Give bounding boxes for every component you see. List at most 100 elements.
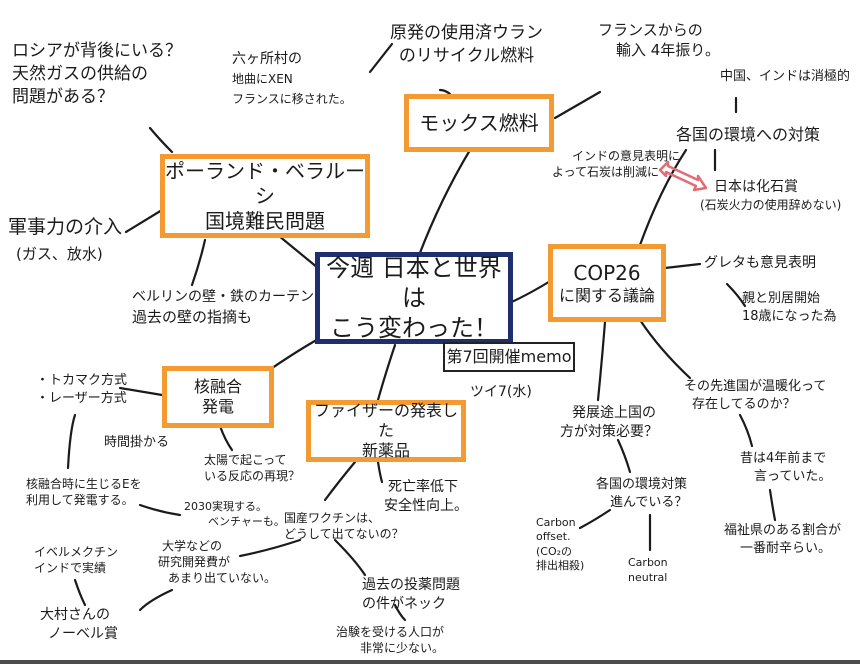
center-topic-box: 今週 日本と世界は こう変わった！ (315, 252, 513, 344)
note-line: ・レーザー方式 (36, 390, 127, 406)
note-line: ベルリンの壁・鉄のカーテン (132, 289, 314, 305)
note-line: 中国、インドは消極的 (720, 69, 851, 84)
connector (73, 578, 87, 607)
note-line: 18歳になった為 (742, 308, 837, 324)
note-tokamak: ・トカマク方式・レーザー方式 (36, 372, 127, 407)
note-line: インドで実績 (34, 561, 107, 576)
note-trial-people: 治験を受ける人口が非常に少ない。 (336, 624, 444, 656)
note-developed: その先進国が温暖化って存在してるのか？ (684, 378, 826, 413)
connector (376, 460, 384, 484)
topic-box-pfizer: ファイザーの発表した 新薬品 (306, 400, 466, 462)
connector (638, 318, 692, 380)
note-line: ツイ7(水) (470, 384, 532, 400)
connector (768, 488, 777, 522)
note-line: 輸入 4年振り。 (616, 41, 721, 60)
note-line: neutral (628, 570, 668, 584)
connector (118, 386, 164, 397)
pfizer-line-2: 新薬品 (361, 441, 410, 460)
bottom-border (0, 660, 860, 664)
connector (323, 460, 357, 502)
note-line: 六ヶ所村の (232, 51, 302, 67)
note-line: Carbon (628, 556, 668, 569)
note-line: 天然ガスの供給の (12, 63, 148, 84)
note-line: 利用して発電する。 (26, 493, 134, 508)
note-line: Carbon (536, 516, 576, 529)
note-line: 大学などの (162, 539, 223, 553)
connector (438, 88, 452, 96)
connector (725, 282, 747, 308)
note-line: イベルメクチン (34, 545, 119, 559)
note-ivermectin: イベルメクチンインドで実績 (34, 544, 118, 576)
topic-box-cop26: COP26 に関する議論 (548, 244, 666, 322)
note-line: フランスからの (598, 21, 703, 39)
note-india-opinion: インドの意見表明によって石炭は削減に (552, 148, 680, 180)
note-vaccine: 国産ワクチンは、どうして出てないの？ (284, 510, 404, 542)
connector (238, 538, 302, 558)
pfizer-line-1: ファイザーの発表した (313, 401, 458, 440)
topic-box-poland: ポーランド・ベラルーシ 国境難民問題 (160, 154, 370, 238)
connector (124, 208, 164, 234)
note-countries-action: 各国の環境対策進んでいる？ (596, 476, 687, 511)
fusion-line-1: 核融合 (193, 377, 242, 396)
note-line: のリサイクル燃料 (398, 45, 535, 66)
memo-date: ツイ7(水) (470, 383, 532, 402)
connector (616, 438, 632, 474)
connector (738, 413, 754, 448)
note-line: 昔は4年前まで (740, 451, 827, 466)
note-line: 時間掛かる (104, 435, 170, 450)
connector (368, 42, 394, 74)
note-france: フランスからの輸入 4年振り。 (598, 20, 720, 61)
fusion-line-2: 発電 (201, 397, 234, 416)
connector (578, 508, 612, 530)
note-line: 日本は化石賞 (714, 179, 798, 195)
note-russia: ロシアが背後にいる？天然ガスの供給の問題がある？ (12, 40, 182, 109)
note-line: 言っていた。 (754, 468, 832, 484)
connector (663, 262, 702, 270)
note-berlin: ベルリンの壁・鉄のカーテン過去の壁の指摘も (132, 288, 314, 327)
memo-box: 第7回開催memo (443, 342, 575, 372)
note-line: 福祉県のある割合が (724, 523, 842, 538)
note-omura: 大村さんのノーベル賞 (40, 606, 118, 644)
note-fusion-energy: 核融合時に生じるEを利用して発電する。 (26, 476, 142, 508)
note-line: グレタも意見表明 (704, 255, 816, 271)
note-2030: 2030実現する。ベンチャーも。 (184, 500, 285, 530)
note-line: 太陽で起こって (204, 453, 287, 467)
connector (218, 424, 234, 452)
note-line: フランスに移された。 (232, 91, 352, 106)
note-line: (石炭火力の使用辞めない) (700, 197, 842, 212)
note-china-india: 中国、インドは消極的 (720, 68, 850, 86)
note-line: 各国の環境対策 (596, 477, 688, 492)
mox-label: モックス燃料 (419, 110, 539, 135)
note-welfare: 福祉県のある割合が一番耐辛らい。 (724, 522, 841, 557)
connector (66, 413, 77, 470)
connector (190, 238, 207, 287)
note-developing: 発展途上国の方が対策必要？ (560, 404, 658, 442)
connector (138, 503, 182, 517)
note-line: 原発の使用済ウラン (390, 23, 543, 43)
topic-box-mox: モックス燃料 (404, 94, 554, 152)
note-line: ノーベル賞 (48, 625, 118, 642)
poland-line-1: ポーランド・ベラルーシ (165, 158, 365, 208)
cop-line-2: に関する議論 (558, 285, 655, 305)
note-line: 進んでいる？ (610, 494, 688, 510)
note-line: 2030実現する。 (184, 500, 267, 513)
note-past-trial: 過去の投薬問題の件がネック (362, 576, 460, 614)
note-line: 各国の環境への対策 (676, 125, 821, 144)
center-line-1: 今週 日本と世界は (326, 254, 502, 312)
note-line: ベンチャーも。 (208, 514, 285, 528)
connector (138, 588, 174, 612)
note-line: 大村さんの (40, 607, 110, 623)
connector (393, 603, 407, 622)
connector (553, 90, 602, 120)
note-line: の件がネック (362, 595, 446, 612)
note-line: ロシアが背後にいる？ (12, 41, 182, 61)
note-line: 問題がある？ (12, 86, 114, 107)
note-line: 死亡率低下 (388, 479, 458, 495)
note-line: いる反応の再現？ (204, 469, 301, 484)
poland-line-2: 国境難民問題 (205, 208, 325, 233)
note-line: 過去の投薬問題 (362, 577, 460, 593)
